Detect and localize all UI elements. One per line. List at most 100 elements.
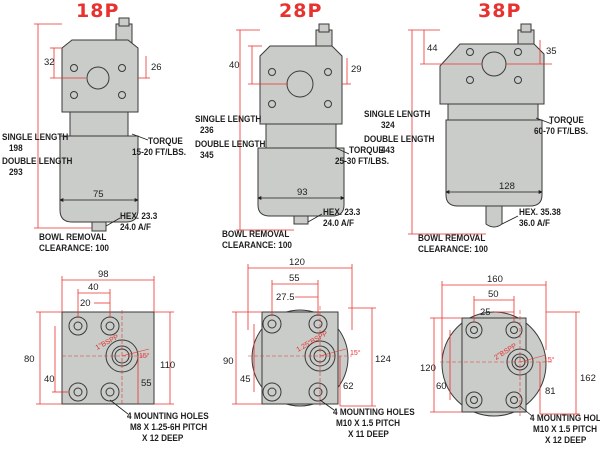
mounting-holes-thread: M10 X 1.5 PITCH (336, 418, 401, 429)
mounting-hole (70, 64, 78, 72)
mounting-hole (73, 387, 83, 397)
filter-bowl (445, 119, 543, 207)
bowl-dia-value: 128 (499, 181, 515, 192)
mounting-hole (118, 91, 126, 99)
hole-span-v-value: 60 (436, 381, 447, 392)
bowl-removal-label: BOWL REMOVAL (418, 233, 486, 244)
mounting-hole (505, 391, 523, 409)
mounting-holes-depth: X 11 DEEP (348, 429, 389, 440)
filter-head (259, 45, 343, 125)
width-value: 120 (289, 257, 305, 268)
clearance-label: CLEARANCE: 100 (39, 243, 109, 254)
clearance-label: CLEARANCE: 100 (222, 240, 292, 251)
mounting-hole (313, 319, 323, 329)
mounting-hole (470, 396, 478, 404)
port-drop-value: 81 (545, 386, 556, 397)
hole-offset-value: 25 (480, 307, 491, 318)
mounting-hole (465, 321, 483, 339)
drain-hex (485, 205, 503, 228)
mounting-holes-label: 4 MOUNTING HOLES (530, 413, 600, 424)
hole-span-value: 50 (488, 289, 499, 300)
bowl-removal-label: BOWL REMOVAL (222, 229, 290, 240)
filter-bowl (257, 147, 345, 217)
total-value: 110 (160, 360, 175, 371)
double-length-value: 293 (9, 167, 23, 178)
hex-af: 24.0 A/F (120, 222, 152, 233)
port-offset-value: 26 (151, 62, 162, 73)
width-value: 160 (487, 274, 503, 285)
mounting-holes-depth: X 12 DEEP (142, 433, 184, 444)
mounting-hole (505, 321, 523, 339)
angle-label: 15° (350, 349, 361, 357)
hole-span-v-value: 45 (240, 374, 251, 385)
double-length-label: DOUBLE LENGTH (2, 156, 73, 167)
torque-value: 60-70 FT/LBS. (534, 126, 589, 137)
bowl-dia-value: 75 (93, 189, 104, 200)
mounting-holes-thread: M10 X 1.5 PITCH (533, 424, 598, 435)
height-value: 80 (24, 354, 35, 365)
torque-label: TORQUE (349, 145, 384, 156)
hex-label: HEX. 23.3 (323, 207, 361, 218)
mounting-hole (510, 326, 518, 334)
hex-af: 36.0 A/F (519, 218, 551, 229)
hex-af: 24.0 A/F (323, 218, 355, 229)
mounting-hole (324, 100, 332, 108)
total-value: 162 (580, 373, 596, 384)
mounting-hole (268, 68, 276, 76)
filter-head (61, 39, 139, 113)
single-length-value: 236 (200, 125, 214, 136)
torque-label: TORQUE (148, 136, 183, 147)
port-offset-value: 29 (351, 64, 362, 75)
mounting-hole (73, 321, 83, 331)
mounting-hole (118, 64, 126, 72)
clearance-label: CLEARANCE: 100 (418, 244, 488, 255)
mounting-holes-label: 4 MOUNTING HOLES (127, 411, 209, 422)
mounting-hole (466, 48, 474, 56)
side-view-18p: 32 26 75 (34, 17, 162, 232)
single-length-label: SINGLE LENGTH (195, 114, 262, 125)
mounting-hole (267, 319, 277, 329)
hole-offset-value: 27.5 (276, 292, 295, 303)
mounting-holes-depth: X 12 DEEP (545, 435, 587, 446)
drain-hex (91, 221, 107, 232)
height-value: 90 (223, 356, 234, 367)
double-length-label: DOUBLE LENGTH (364, 134, 435, 145)
mounting-hole (465, 391, 483, 409)
port-drop-value: 55 (141, 378, 152, 389)
hex-label: HEX. 35.38 (519, 207, 561, 218)
side-view-28p: 40 29 93 (229, 23, 362, 231)
single-length-value: 324 (381, 120, 395, 131)
model-title-38p: 38P (478, 0, 522, 22)
mounting-hole (100, 316, 120, 336)
port-drop-value: 32 (44, 57, 55, 68)
mounting-hole (308, 382, 328, 402)
mounting-hole (262, 314, 282, 334)
mounting-hole (514, 76, 522, 84)
hole-span-v-value: 40 (44, 374, 55, 385)
port-drop-value: 62 (343, 381, 354, 392)
mounting-hole (466, 76, 474, 84)
mounting-hole (324, 68, 332, 76)
single-length-value: 198 (9, 143, 23, 154)
mounting-hole (510, 396, 518, 404)
angle-label: 15° (139, 352, 150, 360)
bowl-dia-value: 93 (297, 187, 308, 198)
filter-head (439, 43, 545, 105)
bottom-view-38p: 2"BSPP 15° 160 50 25 120 60 81 162 (420, 274, 596, 418)
bowl-removal-label: BOWL REMOVAL (39, 232, 107, 243)
model-title-28p: 28P (279, 0, 323, 22)
valve-cap (318, 23, 330, 33)
height-value: 120 (420, 363, 436, 374)
bottom-view-28p: 1.25"BSPP 15° 120 55 27.5 90 45 62 124 (223, 257, 391, 411)
port-opening (86, 66, 110, 90)
double-length-value: 345 (200, 150, 214, 161)
hole-span-value: 55 (289, 273, 300, 284)
mounting-hole (313, 387, 323, 397)
mounting-hole (100, 382, 120, 402)
port-offset-value: 35 (546, 46, 557, 57)
head-neck (447, 103, 539, 121)
drain-hex (293, 215, 309, 225)
hex-label: HEX. 23.3 (120, 211, 158, 222)
